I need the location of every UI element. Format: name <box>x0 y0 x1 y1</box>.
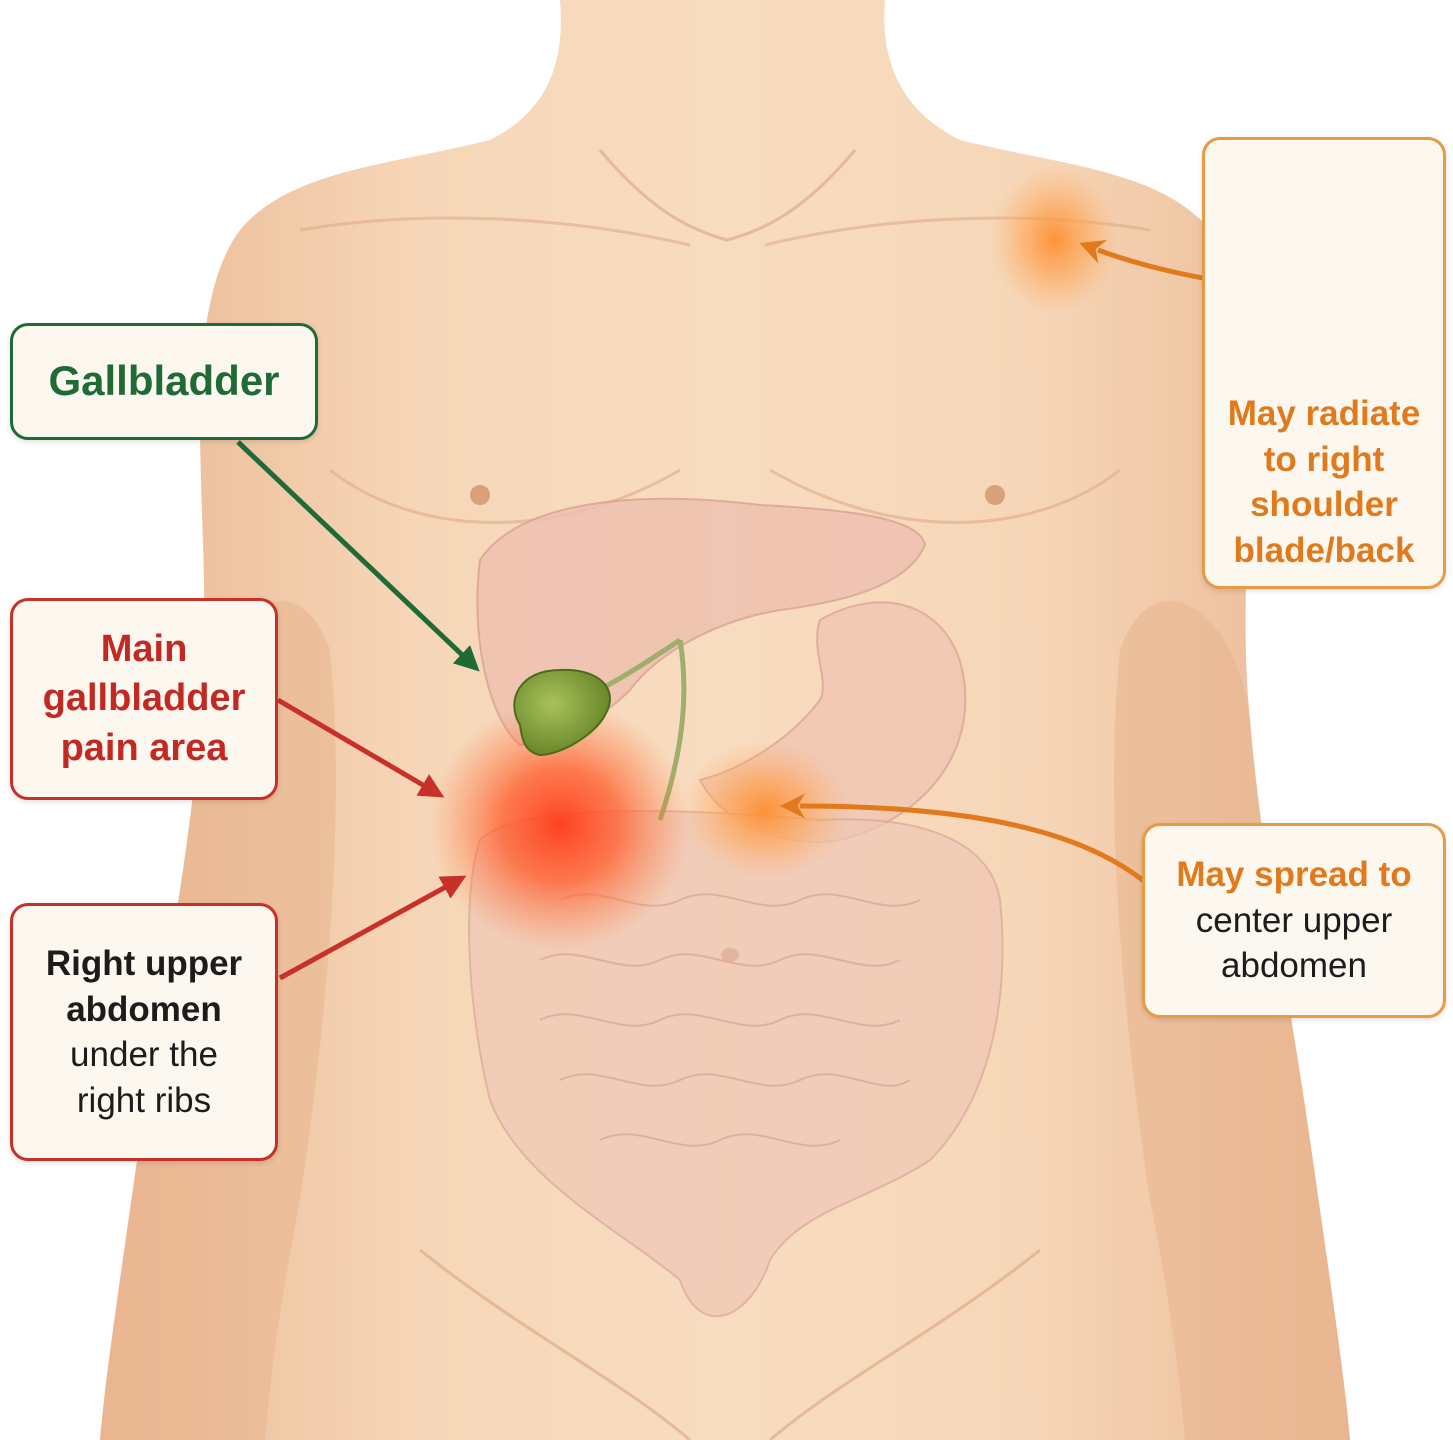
spread-line-2: center upper <box>1196 898 1393 944</box>
spread-line-1: May spread to <box>1176 852 1411 898</box>
shoulder-text: May radiate to right shoulder blade/back <box>1228 391 1421 573</box>
main-pain-line-2: gallbladder <box>43 674 246 723</box>
shoulder-pain-glow <box>990 165 1120 315</box>
center-spread-callout: May spread to center upper abdomen <box>1142 823 1446 1018</box>
right-upper-line-4: right ribs <box>77 1078 211 1124</box>
gallbladder-callout: Gallbladder <box>10 323 318 440</box>
shoulder-line-4: blade/back <box>1228 528 1421 574</box>
main-pain-line-3: pain area <box>61 724 228 773</box>
right-upper-abdomen-callout: Right upper abdomen under the right ribs <box>10 903 278 1161</box>
gallbladder-label: Gallbladder <box>48 354 279 409</box>
shoulder-line-2: to right <box>1228 437 1421 483</box>
center-pain-glow <box>680 740 850 880</box>
right-upper-line-2: abdomen <box>66 987 222 1033</box>
spread-line-3: abdomen <box>1221 943 1367 989</box>
shoulder-radiation-callout: May radiate to right shoulder blade/back <box>1202 137 1446 589</box>
shoulder-line-1: May radiate <box>1228 391 1421 437</box>
right-upper-line-1: Right upper <box>46 941 242 987</box>
shoulder-line-3: shoulder <box>1228 482 1421 528</box>
right-upper-line-3: under the <box>70 1032 218 1078</box>
main-pain-line-1: Main <box>101 625 188 674</box>
main-pain-callout: Main gallbladder pain area <box>10 598 278 800</box>
